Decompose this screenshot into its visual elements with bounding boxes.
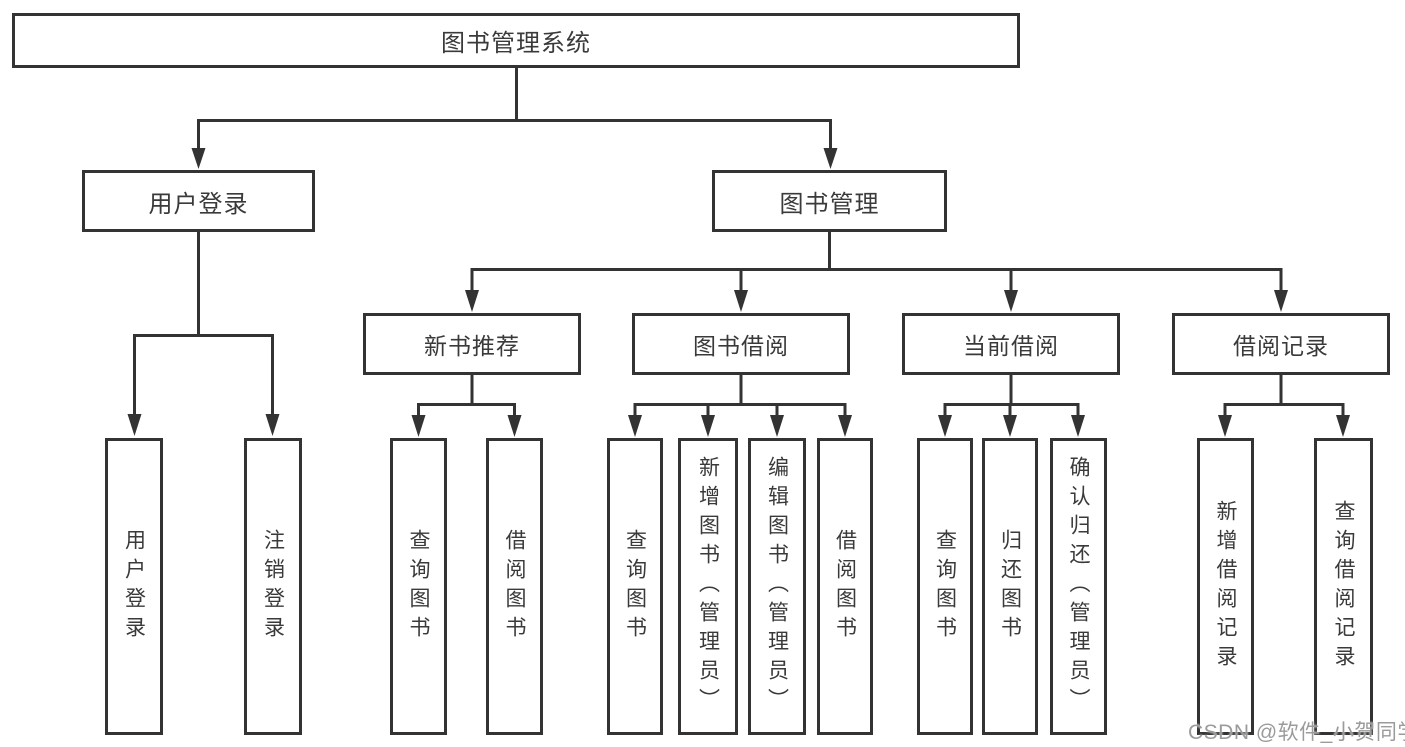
- node-label: 查询图书: [407, 528, 430, 645]
- node-label: 借阅图书: [833, 528, 857, 645]
- leaf-query-borrow-record: 查询借阅记录: [1314, 438, 1373, 735]
- leaf-edit-book-admin: 编辑图书（管理员）: [748, 438, 806, 735]
- csdn-watermark: CSDN @软件_小贺同学: [1188, 721, 1405, 744]
- node-label: 归还图书: [998, 528, 1022, 645]
- connector-root-to-level2: [191, 68, 838, 169]
- node-label: 用户登录: [122, 528, 146, 645]
- leaf-borrow-books: 借阅图书: [817, 438, 873, 735]
- node-label: 新增图书（管理员）: [696, 456, 720, 717]
- node-label: 当前借阅: [963, 333, 1059, 359]
- node-label: 查询借阅记录: [1332, 499, 1355, 674]
- leaf-query-books-borrow: 查询图书: [607, 438, 663, 735]
- connector-current-borrow-to-leaves: [938, 375, 1085, 437]
- leaf-add-borrow-record: 新增借阅记录: [1197, 438, 1254, 735]
- connector-book-borrow-to-leaves: [628, 375, 852, 437]
- node-label: 借阅记录: [1233, 333, 1329, 359]
- node-label: 图书管理系统: [441, 30, 591, 57]
- node-label: 用户登录: [148, 190, 249, 218]
- connector-borrow-records-to-leaves: [1218, 375, 1350, 437]
- node-book-borrow: 图书借阅: [632, 313, 850, 375]
- node-user-login: 用户登录: [82, 170, 315, 232]
- leaf-return-book: 归还图书: [982, 438, 1038, 735]
- node-label: 注销登录: [261, 528, 285, 645]
- leaf-add-book-admin: 新增图书（管理员）: [678, 438, 738, 735]
- node-label: 确认归还（管理员）: [1067, 456, 1090, 717]
- node-label: 查询图书: [623, 528, 647, 645]
- node-borrow-records: 借阅记录: [1172, 313, 1390, 375]
- node-current-borrow: 当前借阅: [902, 313, 1120, 375]
- node-library-management-system: 图书管理系统: [12, 13, 1020, 68]
- node-label: 编辑图书（管理员）: [765, 456, 789, 717]
- connector-book-management-to-level3: [465, 232, 1288, 312]
- node-label: 新书推荐: [424, 333, 520, 359]
- node-label: 图书管理: [779, 190, 880, 218]
- leaf-user-login: 用户登录: [105, 438, 163, 735]
- node-book-management: 图书管理: [712, 170, 947, 232]
- leaf-confirm-return-admin: 确认归还（管理员）: [1050, 438, 1107, 735]
- leaf-query-books-recommend: 查询图书: [390, 438, 447, 735]
- node-label: 借阅图书: [503, 528, 526, 645]
- connector-new-book-to-leaves: [411, 375, 522, 437]
- node-label: 新增借阅记录: [1214, 499, 1237, 674]
- leaf-borrow-books-recommend: 借阅图书: [486, 438, 543, 735]
- node-label: 图书借阅: [693, 333, 789, 359]
- leaf-logout: 注销登录: [244, 438, 302, 735]
- connector-user-login-to-leaves: [127, 232, 280, 436]
- leaf-query-books-current: 查询图书: [917, 438, 973, 735]
- node-label: 查询图书: [933, 528, 957, 645]
- node-new-book-recommend: 新书推荐: [363, 313, 581, 375]
